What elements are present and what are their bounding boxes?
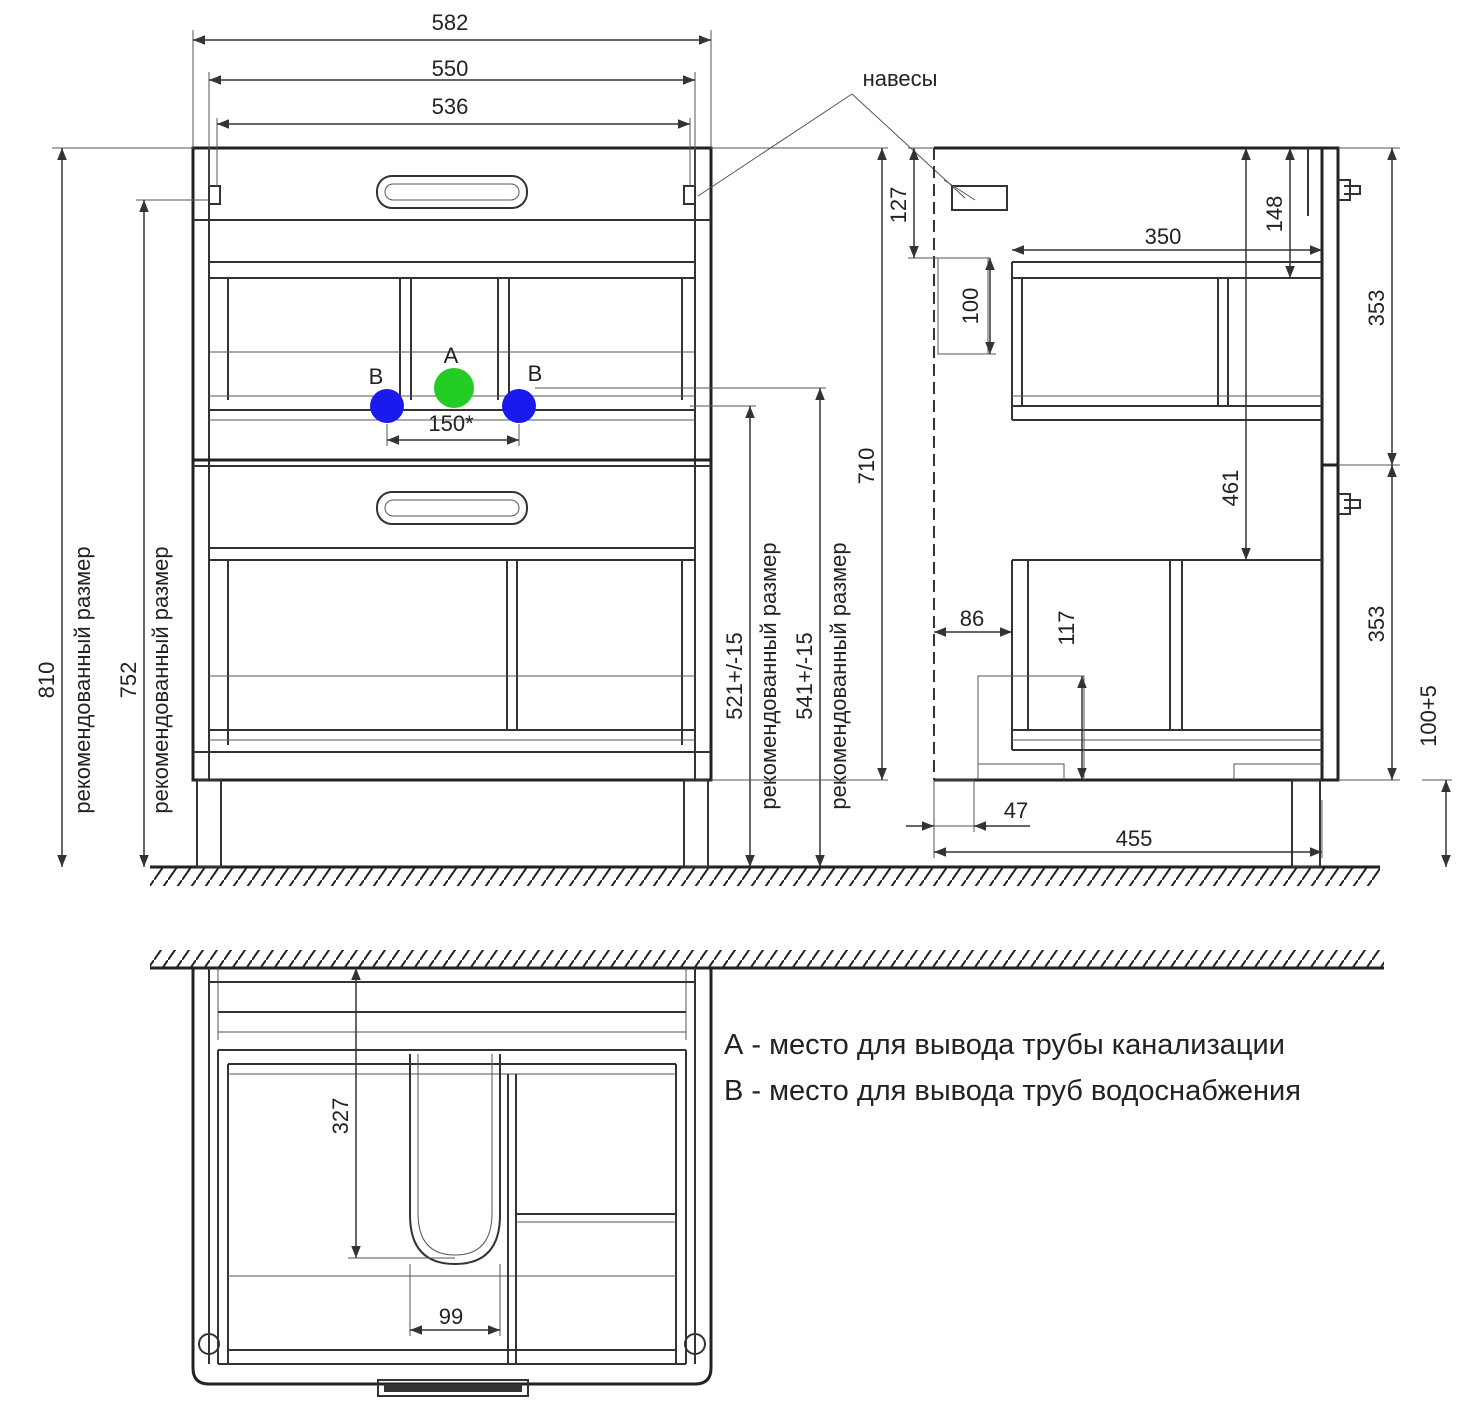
svg-text:117: 117 bbox=[1054, 610, 1079, 645]
svg-text:455: 455 bbox=[1116, 826, 1153, 851]
legend-item-a: А - место для вывода трубы канализации bbox=[724, 1029, 1285, 1061]
dim-455: 455 bbox=[933, 800, 1323, 858]
wall-line bbox=[150, 950, 1384, 970]
dim-541: 541+/-15 рекомендованный размер bbox=[535, 387, 851, 867]
svg-text:99: 99 bbox=[439, 1304, 463, 1329]
dim-752: 752 рекомендованный размер bbox=[116, 199, 209, 867]
svg-text:127: 127 bbox=[886, 187, 911, 224]
svg-text:150*: 150* bbox=[428, 411, 474, 436]
svg-text:В: В bbox=[528, 361, 543, 386]
top-view-cabinet bbox=[191, 968, 713, 1397]
dim-350: 350 bbox=[1012, 224, 1322, 255]
water-outlet-point-b-left: В bbox=[369, 364, 404, 423]
svg-text:550: 550 bbox=[432, 56, 469, 81]
svg-text:710: 710 bbox=[854, 448, 879, 485]
side-view-cabinet bbox=[933, 146, 1361, 868]
sewer-outlet-point-a: А bbox=[434, 343, 474, 408]
svg-text:100: 100 bbox=[958, 288, 983, 325]
dim-521: 521+/-15 рекомендованный размер bbox=[690, 405, 781, 867]
floor-line bbox=[150, 865, 1380, 886]
dim-536: 536 bbox=[216, 94, 691, 186]
svg-text:461: 461 bbox=[1218, 470, 1243, 507]
svg-text:752: 752 bbox=[116, 662, 141, 699]
dim-86: 86 bbox=[934, 606, 1012, 637]
hinges-callout: навесы bbox=[697, 66, 966, 199]
dim-100: 100 bbox=[958, 258, 996, 355]
dim-99: 99 bbox=[409, 1264, 501, 1336]
svg-text:350: 350 bbox=[1145, 224, 1182, 249]
dim-117: 117 bbox=[1054, 610, 1087, 780]
front-view-cabinet bbox=[191, 146, 713, 868]
dim-327: 327 bbox=[328, 968, 455, 1259]
svg-text:В: В bbox=[369, 364, 384, 389]
svg-text:100+5: 100+5 bbox=[1416, 685, 1441, 747]
svg-text:рекомендованный размер: рекомендованный размер bbox=[148, 546, 173, 813]
dim-353-bottom: 353 bbox=[1338, 465, 1400, 781]
dim-150: 150* bbox=[386, 411, 520, 446]
dim-127: 127 bbox=[886, 147, 990, 259]
dim-550: 550 bbox=[208, 56, 696, 186]
dim-100-plus-5: 100+5 bbox=[1416, 685, 1452, 867]
legend: А - место для вывода трубы канализации В… bbox=[724, 1022, 1301, 1114]
dim-148: 148 bbox=[1262, 148, 1295, 278]
svg-text:навесы: навесы bbox=[863, 66, 938, 91]
svg-text:рекомендованный размер: рекомендованный размер bbox=[756, 542, 781, 809]
dim-810: 810 рекомендованный размер bbox=[34, 147, 193, 867]
svg-text:810: 810 bbox=[34, 662, 59, 699]
svg-text:582: 582 bbox=[432, 10, 469, 35]
svg-text:521+/-15: 521+/-15 bbox=[722, 632, 747, 719]
dim-461: 461 bbox=[1218, 148, 1251, 560]
svg-text:536: 536 bbox=[432, 94, 469, 119]
svg-text:541+/-15: 541+/-15 bbox=[792, 632, 817, 719]
svg-text:А: А bbox=[444, 343, 459, 368]
legend-item-b: В - место для вывода труб водоснабжения bbox=[724, 1075, 1301, 1107]
svg-text:47: 47 bbox=[1004, 798, 1028, 823]
svg-text:рекомендованный размер: рекомендованный размер bbox=[826, 542, 851, 809]
svg-text:353: 353 bbox=[1364, 290, 1389, 327]
svg-text:86: 86 bbox=[960, 606, 984, 631]
dim-353-top: 353 bbox=[1338, 147, 1400, 466]
svg-text:148: 148 bbox=[1262, 196, 1287, 233]
svg-text:327: 327 bbox=[328, 1098, 353, 1135]
dim-710: 710 bbox=[711, 147, 888, 781]
svg-text:рекомендованный размер: рекомендованный размер bbox=[70, 546, 95, 813]
water-outlet-point-b-right: В bbox=[502, 361, 542, 423]
dim-582: 582 bbox=[192, 10, 712, 148]
dim-47: 47 bbox=[906, 798, 1030, 832]
svg-text:353: 353 bbox=[1364, 606, 1389, 643]
